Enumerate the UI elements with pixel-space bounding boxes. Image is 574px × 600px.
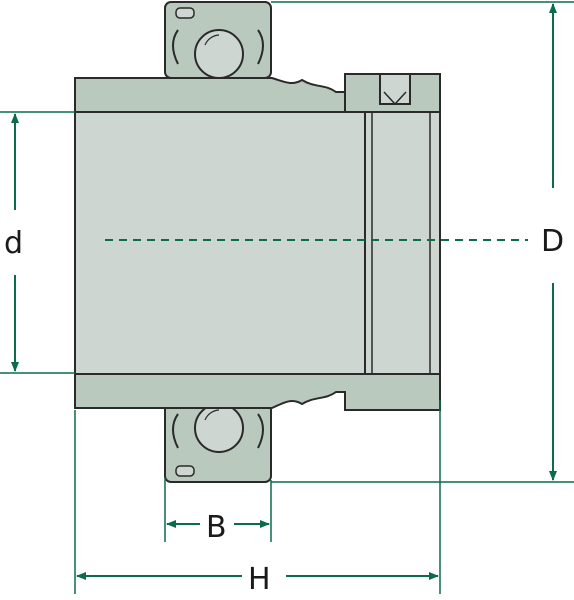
dimension-D: D xyxy=(271,1,574,483)
seal-lip-top-left xyxy=(172,29,179,65)
bearing-top xyxy=(164,1,272,79)
seal-lip-top-right xyxy=(257,29,264,65)
ball-bottom xyxy=(194,403,244,453)
set-screw-tip xyxy=(383,91,407,106)
set-screw xyxy=(379,73,411,105)
ball-highlight-top xyxy=(204,34,220,46)
dimension-B: B xyxy=(164,478,272,545)
ball-highlight-bottom xyxy=(204,409,220,421)
seal-slot-top xyxy=(175,7,195,19)
seal-lip-bottom-right xyxy=(257,413,264,449)
dimension-d: d xyxy=(0,111,75,374)
dimension-H: H xyxy=(74,400,441,597)
sleeve-bore xyxy=(74,111,366,375)
bearing-bottom xyxy=(164,403,272,483)
ball-top xyxy=(194,29,244,79)
dimension-label-d: d xyxy=(4,226,23,261)
seal-lip-bottom-left xyxy=(172,413,179,449)
dimension-label-D: D xyxy=(541,224,564,259)
dimension-label-B: B xyxy=(206,510,227,545)
dimension-label-H: H xyxy=(248,562,271,597)
seal-slot-bottom xyxy=(175,465,195,477)
collar-bore xyxy=(364,111,441,375)
sleeve-bottom-wall xyxy=(74,373,441,411)
